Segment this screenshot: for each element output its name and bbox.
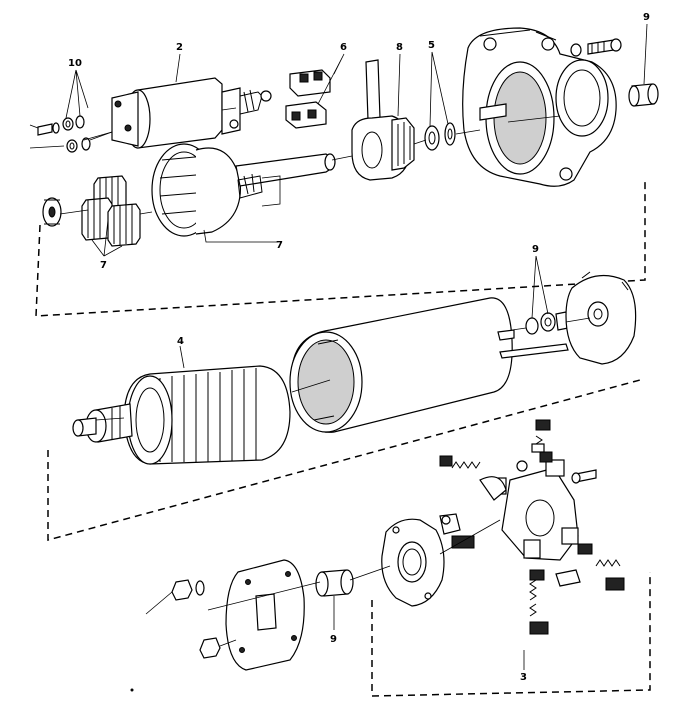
brush-holders [285, 69, 331, 129]
brush-plate-screws [439, 460, 597, 535]
drive-end-housing [462, 27, 617, 187]
callout-9-bottom: 9 [330, 634, 337, 645]
callout-9-mid: 9 [532, 244, 539, 255]
brush-plate [451, 419, 625, 635]
output-shaft [235, 153, 336, 207]
washers [424, 122, 456, 151]
callout-7-bottom: 7 [276, 240, 283, 251]
brush-springs [439, 435, 621, 617]
rear-plate [381, 518, 445, 607]
callout-5: 5 [428, 40, 435, 51]
commutator-end-cover [225, 559, 305, 671]
stray-dot [130, 688, 134, 692]
solenoid [111, 77, 272, 149]
axis-lines [59, 107, 591, 647]
bushing-top [628, 83, 659, 107]
callout-6: 6 [340, 42, 347, 53]
solenoid-fasteners [29, 115, 113, 153]
callout-3: 3 [520, 672, 527, 683]
callout-leaders [65, 23, 648, 670]
housing-bolt [570, 38, 622, 57]
callout-4: 4 [177, 336, 184, 347]
nuts-and-washers-bottom [171, 579, 221, 659]
callout-9-top: 9 [643, 12, 650, 23]
callout-2: 2 [176, 42, 183, 53]
callout-10: 10 [68, 58, 82, 69]
field-frame [289, 297, 569, 433]
armature [72, 365, 291, 465]
callout-numbers: 2 6 8 5 9 10 7 7 9 4 9 3 [68, 12, 650, 683]
end-cover [565, 271, 637, 365]
ring-gear [151, 143, 242, 237]
shift-fork [351, 59, 415, 181]
planetary-gears [42, 175, 141, 247]
bushing-bottom [315, 569, 354, 597]
callout-7-left: 7 [100, 260, 107, 271]
callout-8: 8 [396, 42, 403, 53]
dashed-group-outlines [35, 180, 651, 697]
